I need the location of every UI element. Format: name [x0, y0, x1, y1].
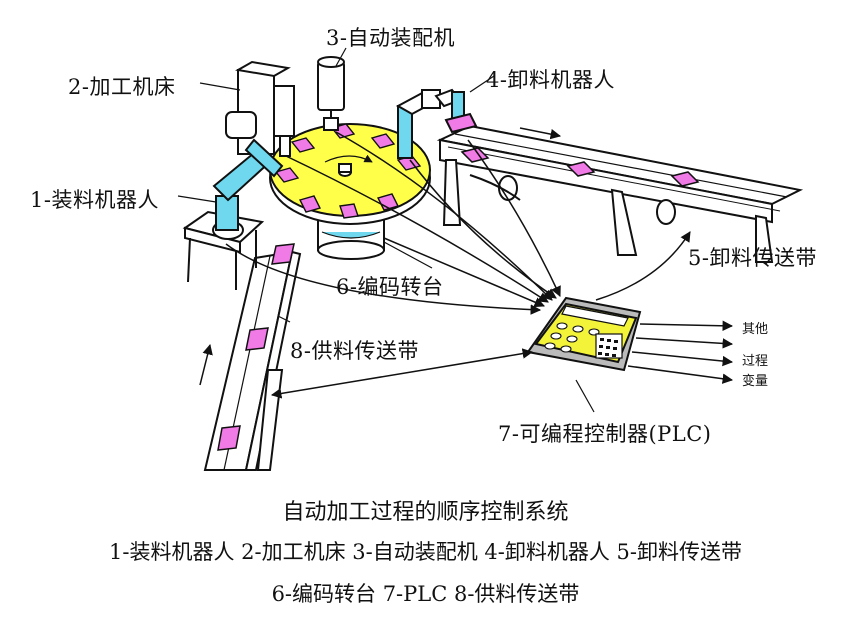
label-unload-conveyor: 5-卸料传送带: [688, 242, 817, 272]
automation-diagram: 3-自动装配机 2-加工机床 4-卸料机器人 1-装料机器人 5-卸料传送带 6…: [0, 0, 851, 490]
caption-title: 自动加工过程的顺序控制系统: [0, 494, 851, 526]
label-loader-robot: 1-装料机器人: [30, 184, 159, 214]
unload-direction-arrow: [520, 128, 560, 136]
label-plc: 7-可编程控制器(PLC): [498, 418, 712, 448]
plc-controller: [528, 298, 640, 370]
supply-conveyor: [205, 252, 300, 470]
label-machine-tool: 2-加工机床: [68, 71, 175, 101]
supply-direction-arrow: [200, 345, 210, 385]
caption-legend-line2: 6-编码转台 7-PLC 8-供料传送带: [0, 578, 851, 608]
label-supply-conveyor: 8-供料传送带: [290, 335, 419, 365]
output-label-process: 过程: [742, 350, 768, 369]
label-assembler: 3-自动装配机: [326, 22, 455, 52]
label-coding-turntable: 6-编码转台: [336, 271, 443, 301]
caption-legend-line1: 1-装料机器人 2-加工机床 3-自动装配机 4-卸料机器人 5-卸料传送带: [0, 536, 851, 566]
machine-tool: [226, 62, 294, 156]
output-label-variable: 变量: [742, 370, 768, 389]
automatic-assembler: [318, 57, 344, 130]
output-label-other: 其他: [742, 318, 768, 337]
label-unloader-robot: 4-卸料机器人: [486, 64, 615, 94]
plc-output-arrows: [628, 324, 732, 380]
